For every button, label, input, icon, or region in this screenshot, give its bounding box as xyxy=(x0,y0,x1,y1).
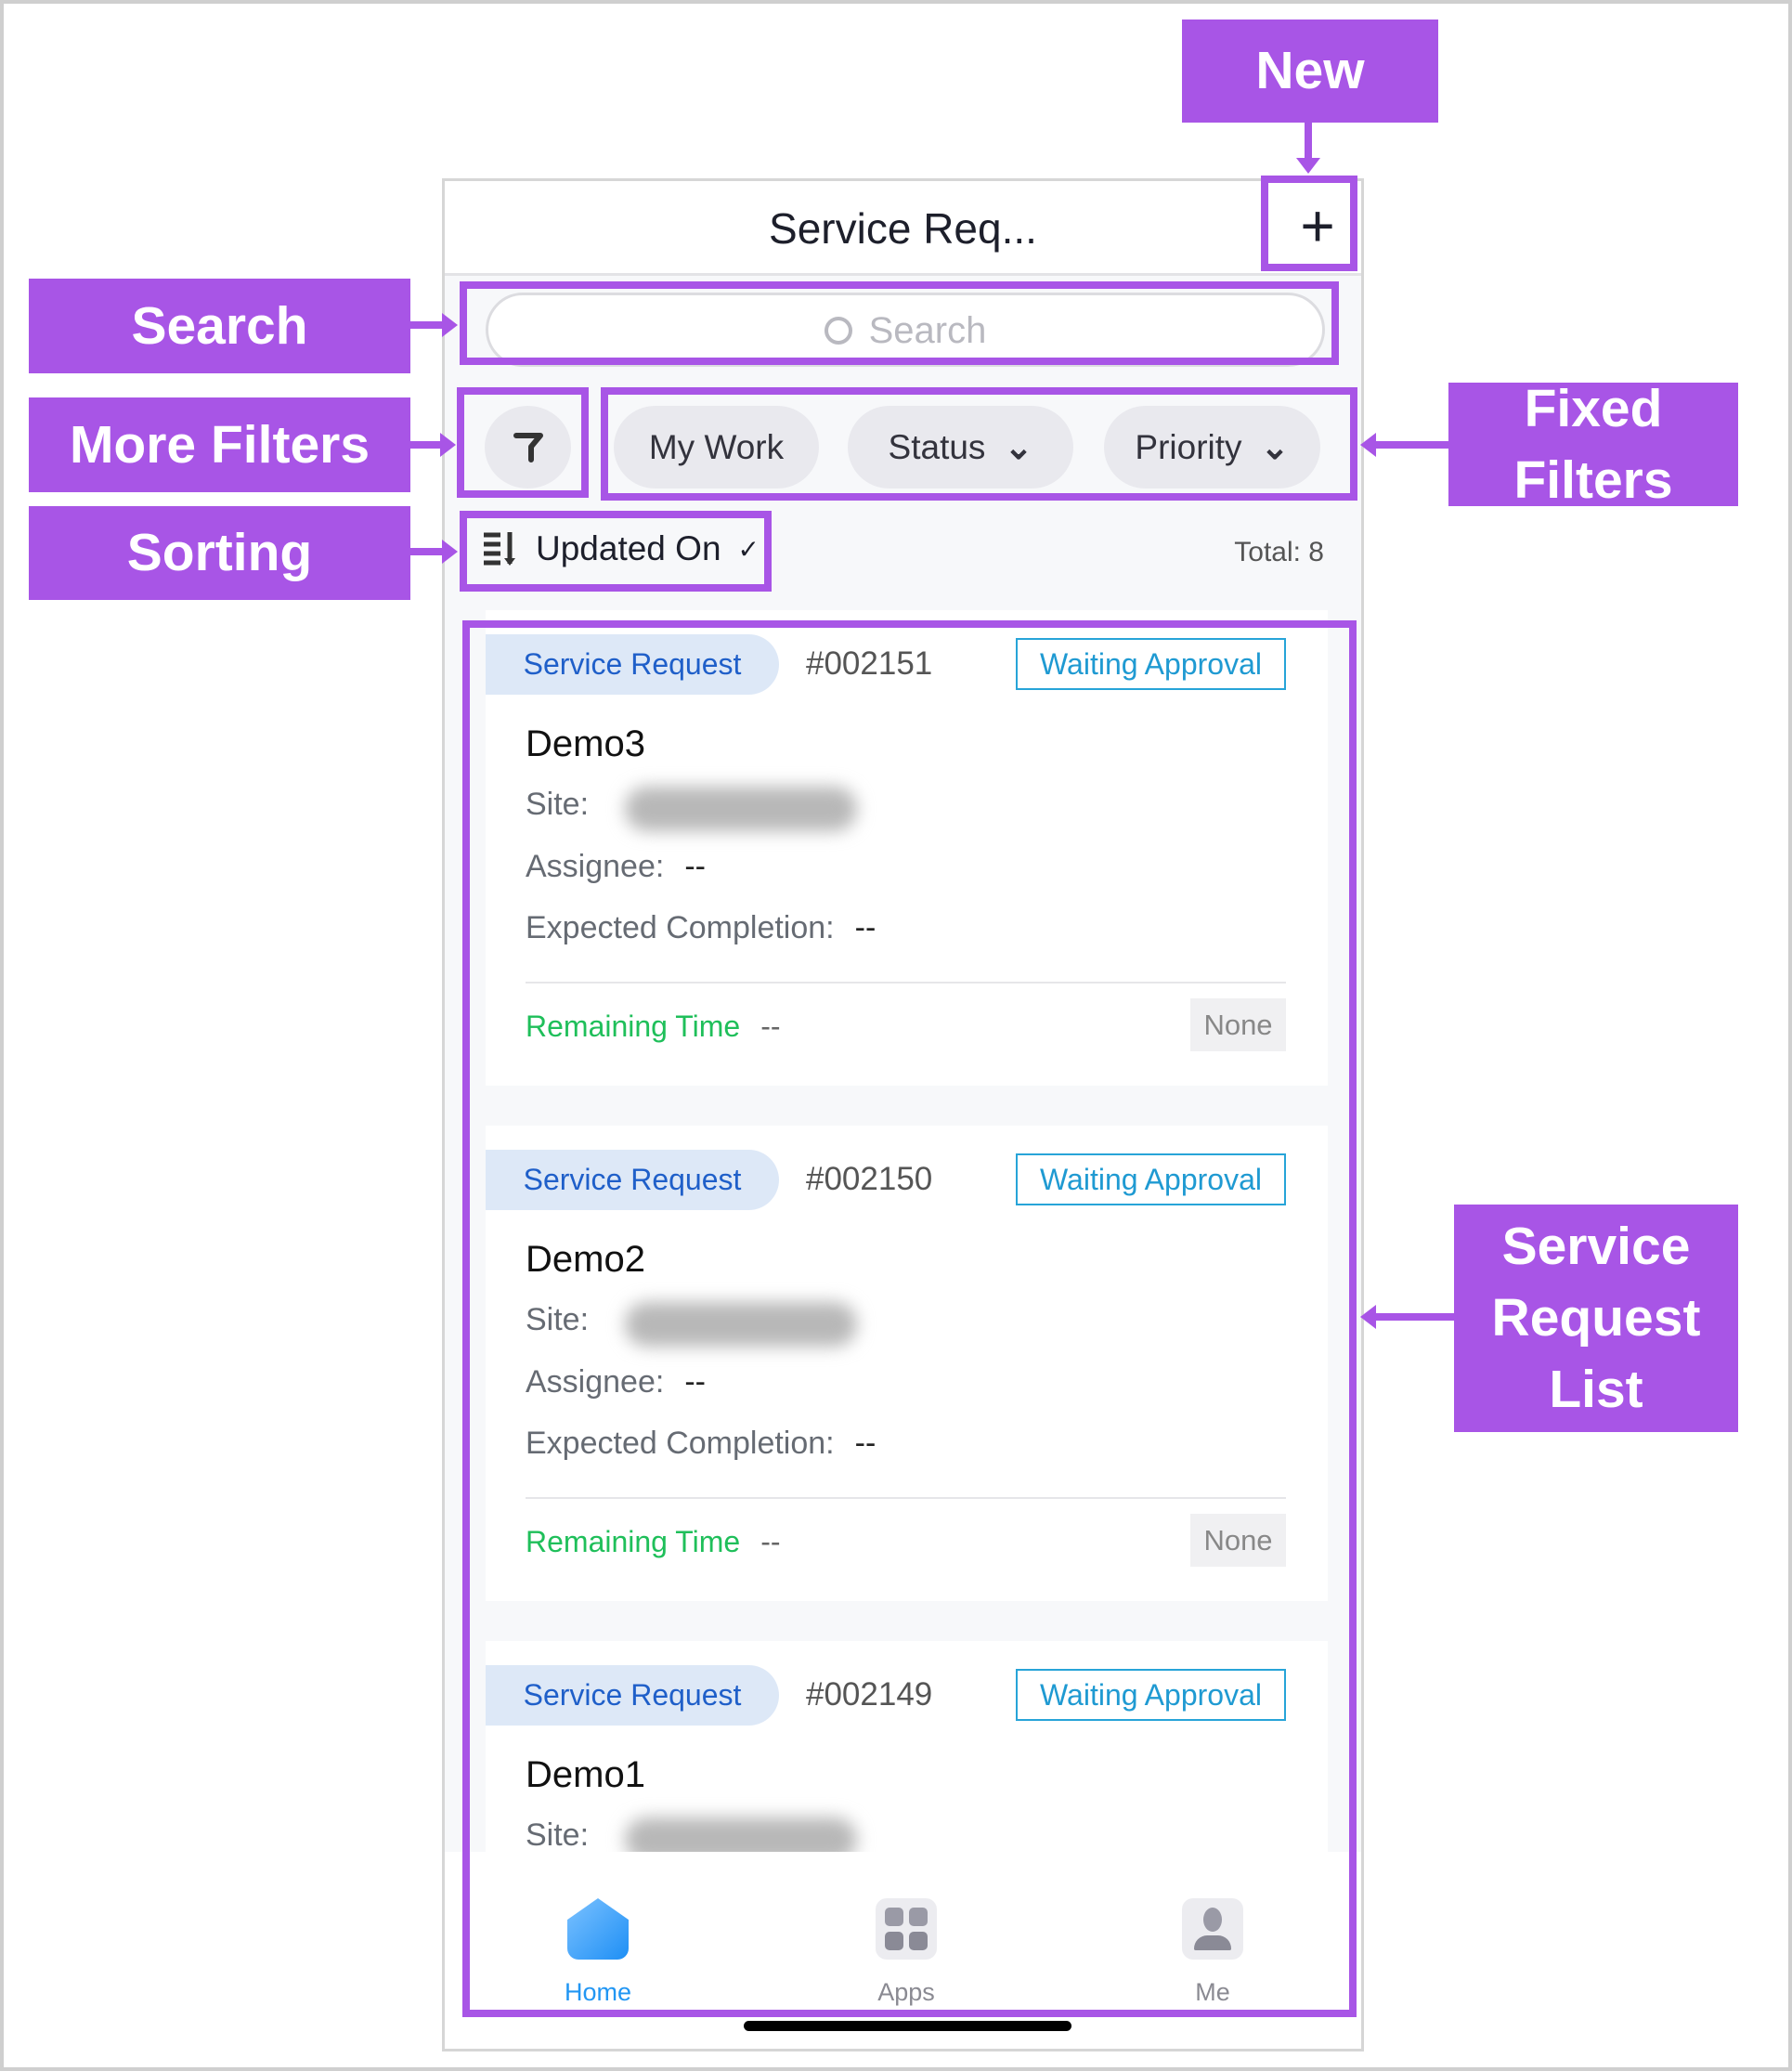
assignee-field: Assignee:-- xyxy=(526,849,706,884)
total-count: Total: 8 xyxy=(1234,537,1324,567)
nav-home[interactable]: Home xyxy=(528,1898,668,2007)
status-badge: Waiting Approval xyxy=(1016,638,1286,690)
priority-label: Priority xyxy=(1135,428,1242,466)
arrow-head xyxy=(1296,158,1320,174)
page-title: Service Req... xyxy=(769,204,1037,253)
arrow xyxy=(1305,123,1312,160)
filter-chip-priority[interactable]: Priority ⌄ xyxy=(1104,406,1320,488)
apps-icon xyxy=(876,1898,937,1960)
arrow-head xyxy=(1360,1305,1376,1329)
arrow-head xyxy=(1360,433,1376,457)
request-number: #002150 xyxy=(806,1161,933,1197)
annotation-label-sorting: Sorting xyxy=(29,506,410,600)
chevron-down-icon: ⌄ xyxy=(1260,428,1290,466)
site-label: Site: xyxy=(526,1302,590,1337)
new-button[interactable]: + xyxy=(1300,192,1335,259)
type-tag: Service Request xyxy=(486,1150,779,1210)
service-request-card[interactable]: Service Request #002151 Waiting Approval… xyxy=(486,610,1328,1086)
divider xyxy=(526,982,1286,983)
annotation-label-more-filters: More Filters xyxy=(29,397,410,492)
annotation-label-search: Search xyxy=(29,279,410,373)
header: Service Req... + xyxy=(445,181,1361,276)
annotation-label-fixed-filters: Fixed Filters xyxy=(1448,379,1738,510)
filter-icon xyxy=(513,433,543,462)
request-name: Demo2 xyxy=(526,1239,645,1280)
annotation-box-fixed-filters xyxy=(601,387,1357,501)
divider xyxy=(526,1497,1286,1499)
annotation-box-list xyxy=(462,620,1357,2017)
more-filters-button[interactable] xyxy=(485,406,571,488)
search-placeholder: Search xyxy=(868,310,987,351)
user-icon xyxy=(1182,1898,1243,1960)
status-label: Status xyxy=(888,428,986,466)
nav-label: Me xyxy=(1195,1978,1230,2006)
chevron-down-icon: ⌄ xyxy=(1004,428,1033,466)
request-name: Demo3 xyxy=(526,723,645,764)
redacted-site xyxy=(625,1302,857,1347)
remaining-time: Remaining Time-- xyxy=(526,1525,781,1558)
arrow-head xyxy=(440,433,456,457)
status-badge: Waiting Approval xyxy=(1016,1669,1286,1721)
arrow-head xyxy=(442,540,458,564)
search-icon xyxy=(824,317,852,345)
expected-completion-field: Expected Completion:-- xyxy=(526,910,877,945)
request-number: #002151 xyxy=(806,645,933,682)
arrow xyxy=(1376,1313,1454,1321)
service-request-card[interactable]: Service Request #002150 Waiting Approval… xyxy=(486,1126,1328,1601)
annotation-box-search xyxy=(460,281,1339,365)
sort-icon xyxy=(484,532,515,566)
annotation-label-new: New xyxy=(1182,20,1438,123)
assignee-field: Assignee:-- xyxy=(526,1364,706,1400)
annotation-box-more-filters xyxy=(457,387,589,498)
sort-label: Updated On xyxy=(536,529,721,567)
filter-chip-my-work[interactable]: My Work xyxy=(614,406,819,488)
search-input[interactable]: Search xyxy=(486,293,1325,367)
priority-badge: None xyxy=(1190,1514,1286,1567)
arrow xyxy=(410,321,444,329)
nav-me[interactable]: Me xyxy=(1143,1898,1282,2007)
site-label: Site: xyxy=(526,1817,590,1853)
sort-button[interactable]: Updated On ✓ xyxy=(482,529,760,568)
home-indicator xyxy=(744,2021,1071,2031)
arrow-head xyxy=(442,313,458,337)
status-badge: Waiting Approval xyxy=(1016,1153,1286,1205)
type-tag: Service Request xyxy=(486,634,779,695)
arrow xyxy=(1376,441,1448,449)
nav-label: Home xyxy=(564,1978,632,2006)
arrow xyxy=(410,441,442,449)
type-tag: Service Request xyxy=(486,1665,779,1726)
nav-apps[interactable]: Apps xyxy=(837,1898,976,2007)
nav-label: Apps xyxy=(877,1978,935,2006)
filter-chip-status[interactable]: Status ⌄ xyxy=(848,406,1073,488)
request-number: #002149 xyxy=(806,1676,933,1713)
priority-badge: None xyxy=(1190,998,1286,1051)
request-name: Demo1 xyxy=(526,1754,645,1795)
redacted-site xyxy=(625,787,857,831)
checkmark-icon: ✓ xyxy=(737,534,760,564)
arrow xyxy=(410,548,444,555)
site-label: Site: xyxy=(526,787,590,822)
expected-completion-field: Expected Completion:-- xyxy=(526,1426,877,1461)
annotation-label-list: Service Request List xyxy=(1454,1205,1738,1432)
remaining-time: Remaining Time-- xyxy=(526,1009,781,1043)
annotation-box-new xyxy=(1261,176,1357,271)
annotation-box-sorting xyxy=(460,511,772,592)
phone-screen: Service Req... + Search My Work Status⌄ … xyxy=(442,178,1364,2051)
